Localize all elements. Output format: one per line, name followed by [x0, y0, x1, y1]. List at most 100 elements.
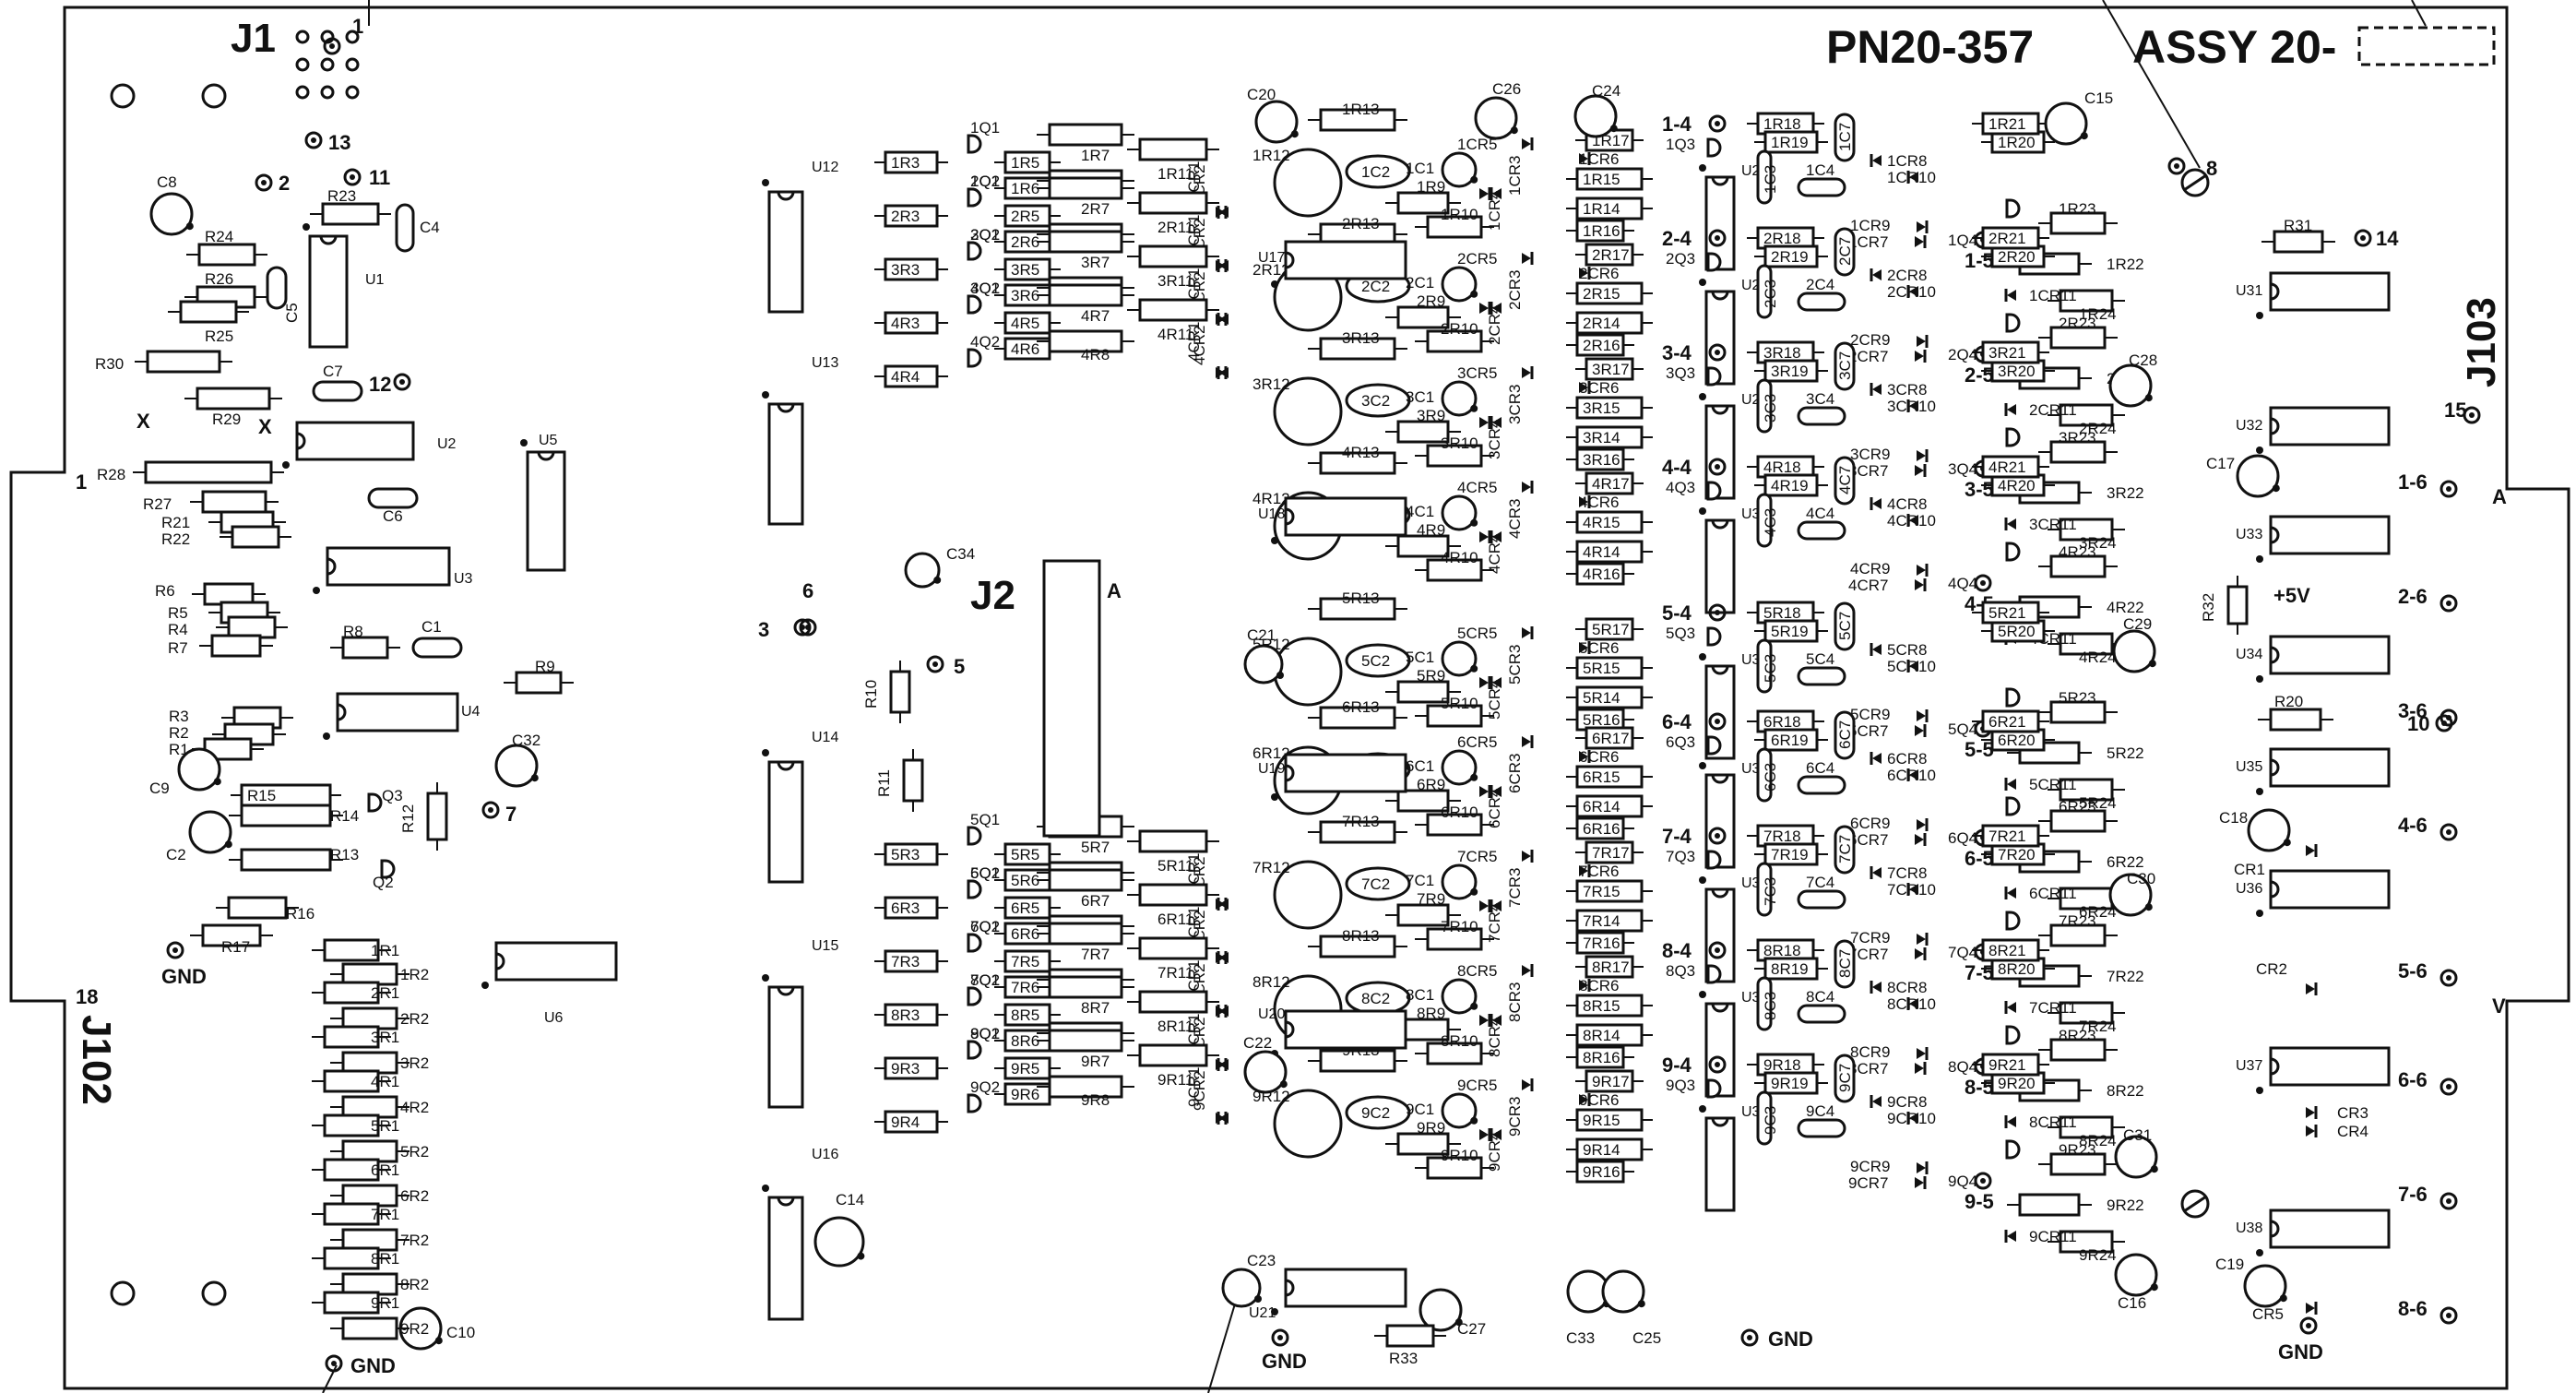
svg-text:3R16: 3R16	[1583, 451, 1620, 469]
capacitor-5c4: 5C4	[1797, 650, 1846, 686]
transistor-2q1: 2Q1	[967, 173, 1000, 208]
connector-j2-label: J2	[970, 573, 1015, 618]
resistor-8r16: 8R16	[1566, 1045, 1634, 1069]
resistor-3r7: 3R7	[1037, 230, 1134, 271]
svg-text:R16: R16	[286, 905, 315, 923]
diode-9cr11: 9CR11	[2004, 1228, 2077, 1245]
svg-text:14: 14	[2376, 227, 2399, 250]
svg-text:1R16: 1R16	[1583, 222, 1620, 240]
resistor-2r7: 2R7	[1037, 176, 1134, 218]
svg-text:6R2: 6R2	[400, 1187, 429, 1205]
connector-j1-pins	[295, 30, 360, 100]
svg-text:7R9: 7R9	[1417, 890, 1445, 908]
svg-text:2R11: 2R11	[1157, 219, 1193, 236]
resistor-4r14: 4R14	[1566, 540, 1653, 564]
gnd-label-bottom-right: GND	[1740, 1328, 1813, 1351]
svg-text:8R17: 8R17	[1592, 958, 1630, 976]
resistor-r28: R28	[97, 460, 284, 484]
svg-text:U38: U38	[2236, 1220, 2262, 1236]
svg-text:2C4: 2C4	[1806, 276, 1834, 293]
resistor-8r19: 8R19	[1754, 957, 1828, 981]
svg-text:9C4: 9C4	[1806, 1102, 1834, 1120]
svg-text:8Q4: 8Q4	[1948, 1058, 1977, 1076]
svg-text:R28: R28	[97, 466, 125, 483]
svg-text:3R18: 3R18	[1763, 344, 1801, 362]
svg-text:3R5: 3R5	[1011, 261, 1039, 279]
svg-text:8Q2: 8Q2	[970, 1025, 1000, 1042]
svg-text:1CR7: 1CR7	[1848, 233, 1888, 251]
svg-text:5R13: 5R13	[1342, 589, 1380, 607]
transistor-4q1: 4Q1	[967, 280, 1000, 315]
capacitor-9c3: 9C3	[1756, 1090, 1779, 1146]
svg-text:4Q3: 4Q3	[1666, 479, 1695, 496]
svg-text:C29: C29	[2123, 615, 2152, 633]
svg-text:2R24: 2R24	[2079, 420, 2117, 437]
resistor-5r19: 5R19	[1754, 619, 1828, 643]
svg-text:2R9: 2R9	[1417, 292, 1445, 310]
svg-text:3R22: 3R22	[2107, 484, 2144, 502]
capacitor-1c4: 1C4	[1797, 161, 1846, 197]
svg-text:R3: R3	[169, 708, 189, 725]
resistor-7r3: 7R3	[874, 949, 948, 973]
resistor-4r16: 4R16	[1566, 562, 1634, 586]
resistor-6r9: 6R9	[1385, 776, 1461, 813]
test-point-5-4: 5	[926, 655, 965, 678]
svg-text:3CR5: 3CR5	[1457, 364, 1497, 382]
signal-pad-7-4: 7-4	[1662, 825, 1727, 848]
svg-text:4CR3: 4CR3	[1506, 499, 1524, 539]
diode-6cr7: 6CR7	[1848, 831, 1927, 849]
svg-text:8CR1: 8CR1	[1185, 1014, 1203, 1054]
svg-text:7-5: 7-5	[1965, 961, 1994, 984]
svg-text:3C1: 3C1	[1406, 388, 1434, 406]
svg-text:R21: R21	[161, 514, 190, 531]
transistor-5q4: 5Q4	[1948, 687, 2021, 738]
resistor-1r23: 1R23	[2038, 200, 2118, 235]
resistor-6r19: 6R19	[1754, 728, 1828, 752]
resistor-5r18: 5R18	[1747, 601, 1824, 625]
resistor-1r11: 1R11	[1127, 137, 1219, 183]
resistor-r16: R16	[216, 896, 315, 923]
ic-u37: U37	[2236, 1046, 2391, 1094]
svg-text:2Q2: 2Q2	[970, 226, 1000, 244]
capacitor-6c4: 6C4	[1797, 759, 1846, 795]
transistor-3q4: 3Q4	[1948, 427, 2021, 478]
svg-text:3R12: 3R12	[1252, 375, 1290, 393]
ic-u2: U2	[282, 421, 457, 469]
ic-u21: U21	[1249, 1268, 1407, 1321]
svg-text:2R1: 2R1	[371, 984, 399, 1002]
svg-text:7R14: 7R14	[1583, 912, 1620, 930]
svg-text:5R20: 5R20	[1998, 623, 2036, 640]
svg-text:9C7: 9C7	[1836, 1064, 1854, 1092]
svg-text:4R15: 4R15	[1583, 514, 1620, 531]
board-outline	[9, 6, 2570, 1390]
resistor-9r14: 9R14	[1566, 1137, 1653, 1161]
svg-text:6R20: 6R20	[1998, 732, 2036, 749]
diode-4cr2: 4CR2	[1191, 326, 1229, 379]
capacitor-2c1: 2C1	[1406, 266, 1478, 303]
resistor-4r11: 4R11	[1127, 298, 1219, 343]
svg-text:U18: U18	[1258, 506, 1285, 522]
svg-text:C26: C26	[1492, 80, 1521, 98]
svg-text:6CR6: 6CR6	[1579, 748, 1619, 766]
ic-u16: U16	[762, 1147, 838, 1321]
resistor-3r19: 3R19	[1754, 359, 1828, 383]
svg-text:3CR8: 3CR8	[1887, 381, 1927, 399]
diode-9cr3: 9CR3	[1479, 1097, 1524, 1141]
diode-3cr7: 3CR7	[1848, 462, 1927, 480]
resistor-1r10: 1R10	[1415, 206, 1494, 239]
svg-text:8R5: 8R5	[1011, 1006, 1039, 1024]
transistor-3q1: 3Q1	[967, 226, 1000, 261]
resistor-8r15: 8R15	[1566, 994, 1653, 1018]
svg-text:4CR1: 4CR1	[1185, 322, 1203, 362]
transistor-6q3: 6Q3	[1666, 733, 1722, 756]
screw-head	[2180, 1189, 2210, 1219]
svg-text:12: 12	[369, 373, 391, 396]
signal-pad-8-4: 8-4	[1662, 939, 1727, 962]
capacitor-5c7: 5C7	[1834, 601, 1856, 651]
diode-1cr3: 1CR3	[1479, 156, 1524, 200]
svg-text:C2: C2	[166, 846, 186, 863]
svg-text:5-6: 5-6	[2398, 959, 2428, 982]
svg-text:R9: R9	[535, 658, 555, 675]
resistor-4r13: 4R13	[1308, 444, 1407, 475]
resistor-4r19: 4R19	[1754, 473, 1828, 497]
